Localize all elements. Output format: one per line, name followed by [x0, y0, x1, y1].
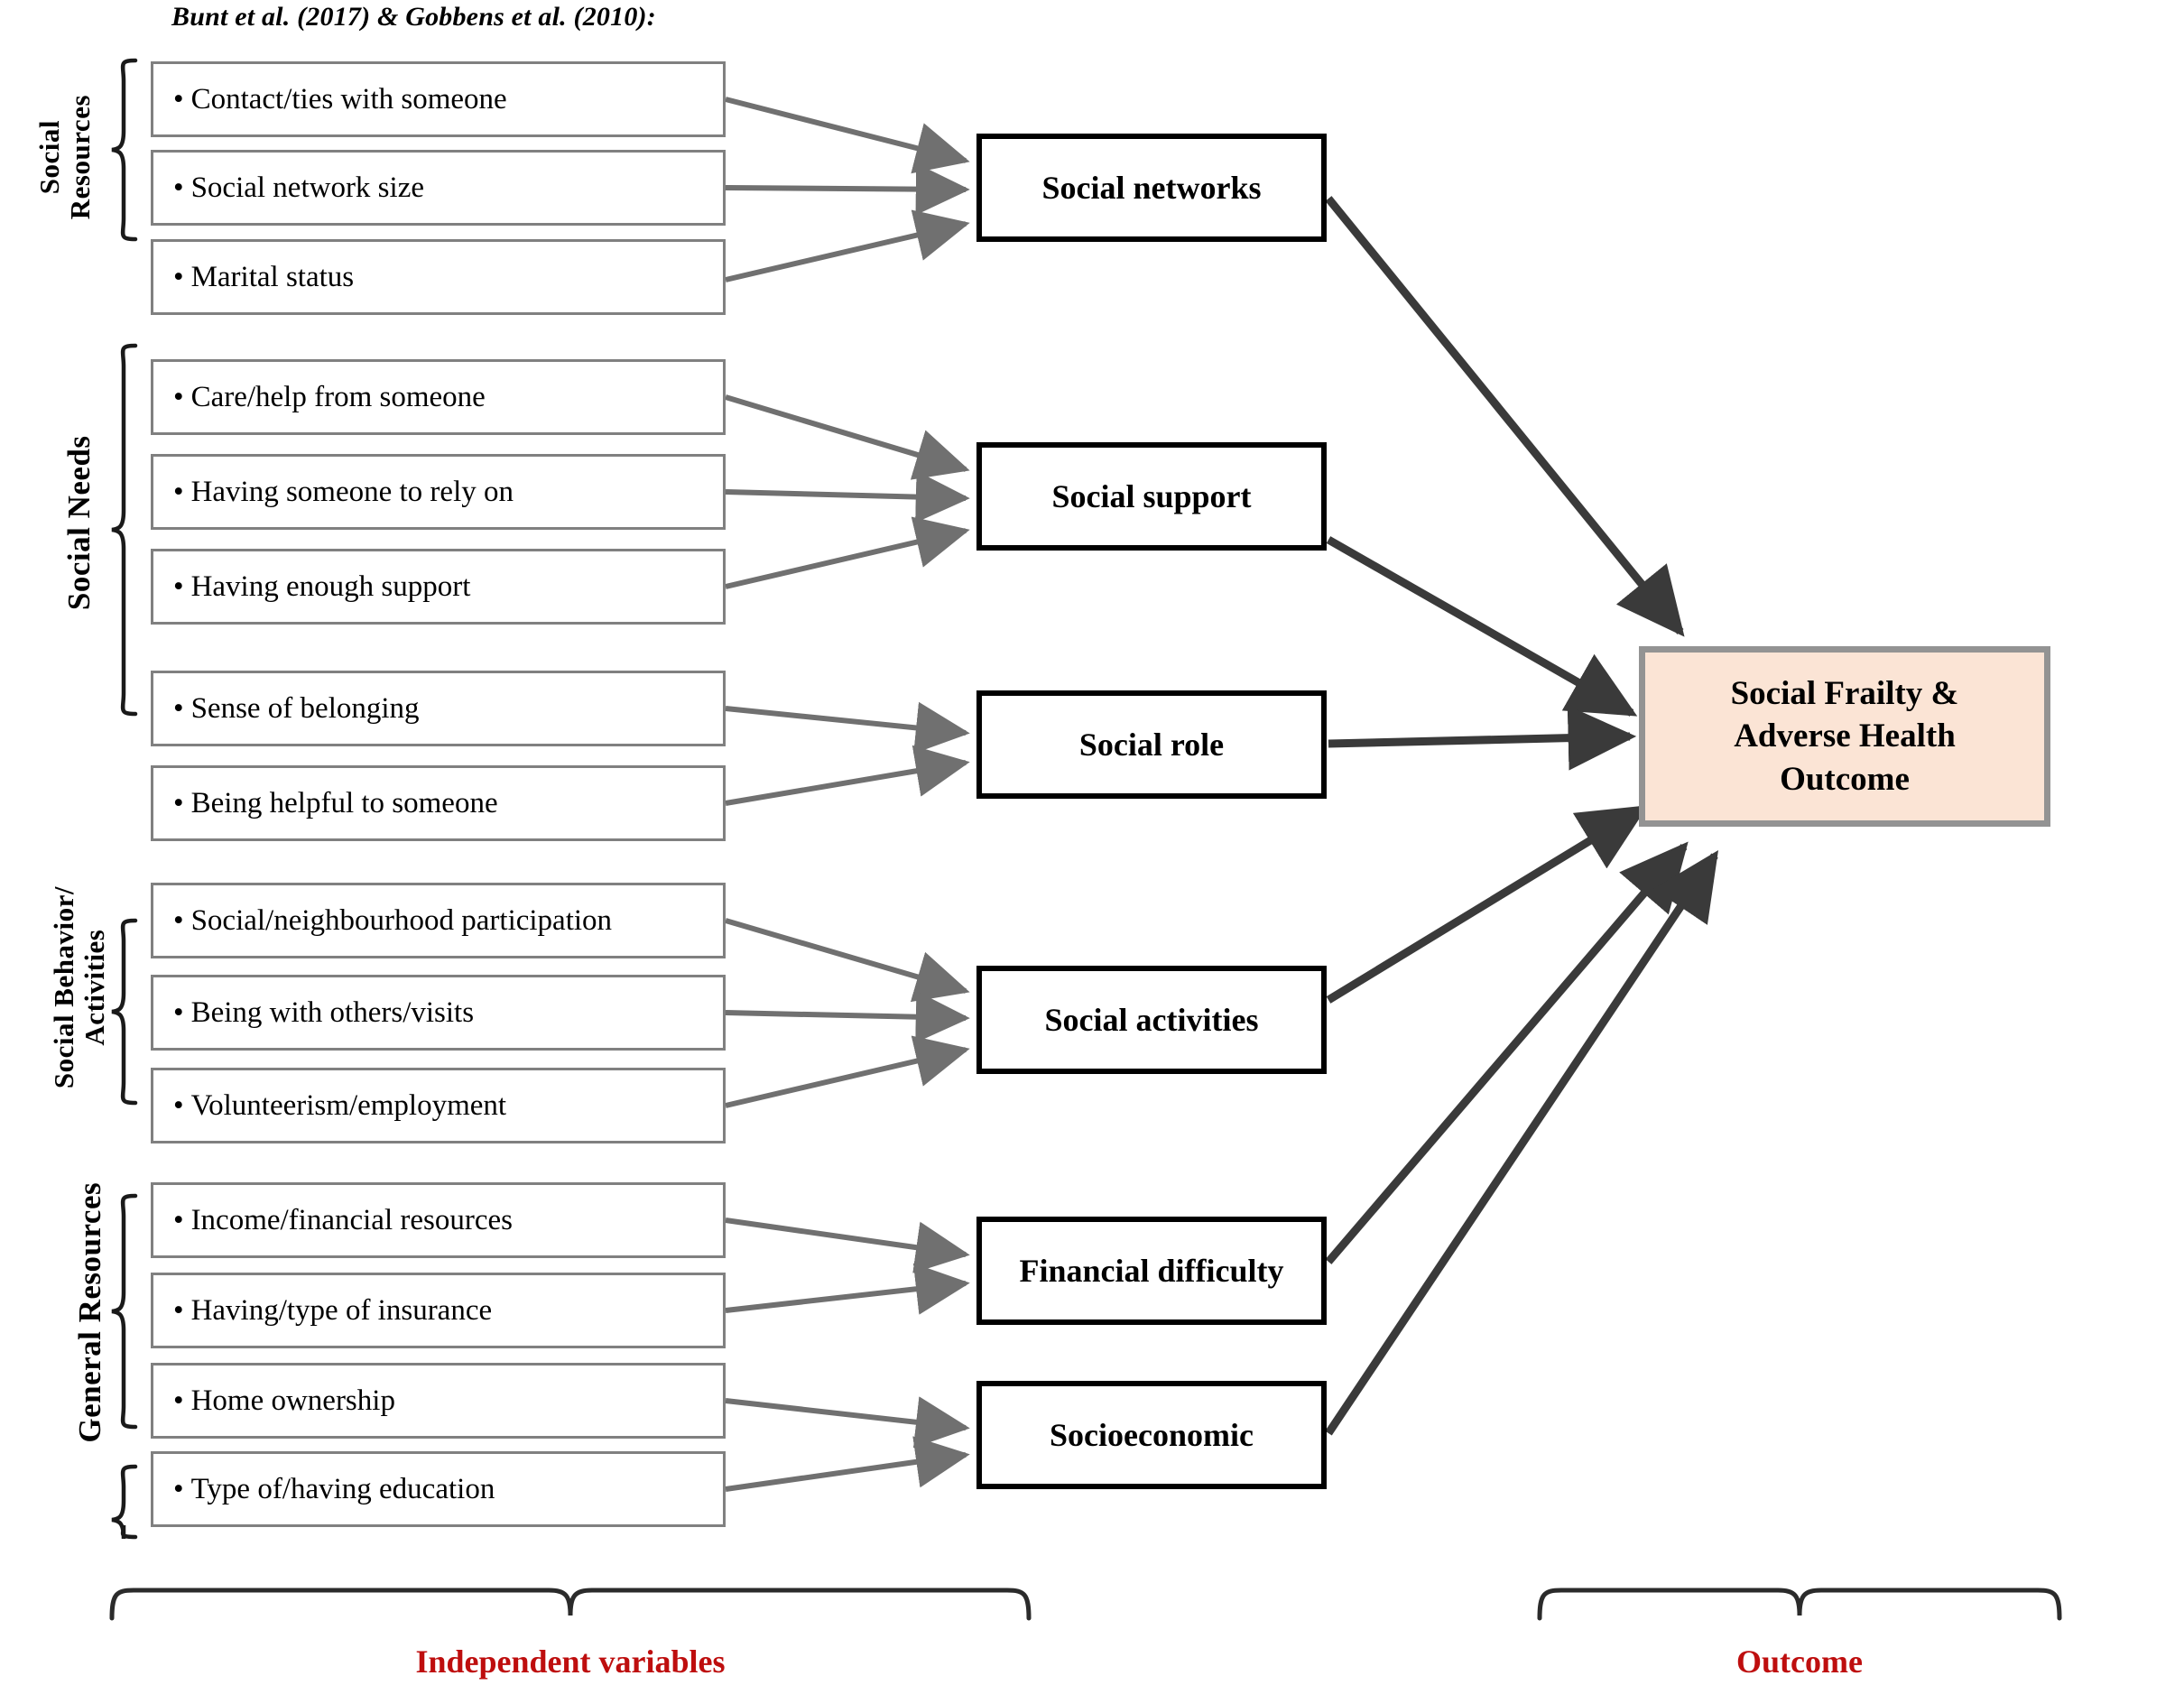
item-box-neighbourhood-participation[interactable]: •Social/neighbourhood participation	[151, 883, 726, 958]
construct-box-social-support[interactable]: Social support	[976, 442, 1327, 551]
category-braces	[111, 58, 138, 1540]
bottom-braces	[109, 1588, 2062, 1621]
construct-box-financial-difficulty[interactable]: Financial difficulty	[976, 1217, 1327, 1325]
construct-label: Social activities	[1044, 1002, 1259, 1038]
bullet-icon: •	[173, 475, 184, 508]
bullet-icon: •	[173, 1203, 184, 1236]
construct-box-social-role[interactable]: Social role	[976, 690, 1327, 799]
item-text: •Care/help from someone	[173, 380, 486, 413]
item-text: •Being helpful to someone	[173, 786, 498, 819]
bullet-icon: •	[173, 569, 184, 603]
item-box-care-help[interactable]: •Care/help from someone	[151, 359, 726, 435]
bullet-icon: •	[173, 1088, 184, 1122]
bottom-label-outcome: Outcome	[1736, 1643, 1863, 1680]
bullet-icon: •	[173, 380, 184, 413]
construct-label: Social role	[1078, 727, 1225, 763]
item-box-volunteerism[interactable]: •Volunteerism/employment	[151, 1068, 726, 1143]
category-label-social-behavior: Social Behavior/ Activities	[47, 886, 110, 1089]
source-citation: Bunt et al. (2017) & Gobbens et al. (201…	[171, 2, 656, 32]
item-box-being-with-others[interactable]: •Being with others/visits	[151, 975, 726, 1051]
item-box-someone-to-rely-on[interactable]: •Having someone to rely on	[151, 454, 726, 530]
item-box-insurance[interactable]: •Having/type of insurance	[151, 1273, 726, 1348]
construct-label: Social support	[1051, 478, 1252, 514]
item-box-contact-ties[interactable]: •Contact/ties with someone	[151, 61, 726, 137]
item-box-education[interactable]: •Type of/having education	[151, 1451, 726, 1527]
item-box-social-network-size[interactable]: •Social network size	[151, 150, 726, 226]
bullet-icon: •	[173, 82, 184, 116]
construct-label: Financial difficulty	[1019, 1253, 1284, 1289]
item-text: •Being with others/visits	[173, 995, 475, 1029]
category-label-social-needs: Social Needs	[60, 435, 97, 611]
item-text: •Having enough support	[173, 569, 471, 603]
item-to-construct-arrows	[725, 97, 970, 1492]
item-text: •Volunteerism/employment	[173, 1088, 507, 1122]
item-text: •Income/financial resources	[173, 1203, 513, 1236]
construct-box-socioeconomic[interactable]: Socioeconomic	[976, 1381, 1327, 1489]
bullet-icon: •	[173, 260, 184, 293]
outcome-box[interactable]: Social Frailty & Adverse Health Outcome	[1639, 646, 2050, 827]
item-text: •Type of/having education	[173, 1472, 495, 1505]
bullet-icon: •	[173, 171, 184, 204]
item-text: •Marital status	[173, 260, 355, 293]
bullet-icon: •	[173, 1293, 184, 1327]
item-box-marital-status[interactable]: •Marital status	[151, 239, 726, 315]
bullet-icon: •	[173, 903, 184, 937]
item-box-being-helpful[interactable]: •Being helpful to someone	[151, 765, 726, 841]
item-box-enough-support[interactable]: •Having enough support	[151, 549, 726, 625]
construct-box-social-activities[interactable]: Social activities	[976, 966, 1327, 1074]
item-text: •Contact/ties with someone	[173, 82, 507, 116]
item-box-home-ownership[interactable]: •Home ownership	[151, 1363, 726, 1439]
item-text: •Having someone to rely on	[173, 475, 514, 508]
bullet-icon: •	[173, 786, 184, 819]
item-box-income-financial[interactable]: •Income/financial resources	[151, 1182, 726, 1258]
bullet-icon: •	[173, 1472, 184, 1505]
bottom-label-independent-variables: Independent variables	[415, 1643, 726, 1680]
item-text: •Sense of belonging	[173, 691, 420, 725]
item-box-sense-of-belonging[interactable]: •Sense of belonging	[151, 671, 726, 746]
bullet-icon: •	[173, 995, 184, 1029]
construct-box-social-networks[interactable]: Social networks	[976, 134, 1327, 242]
item-text: •Home ownership	[173, 1384, 395, 1417]
item-text: •Social/neighbourhood participation	[173, 903, 613, 937]
bullet-icon: •	[173, 1384, 184, 1417]
construct-label: Socioeconomic	[1050, 1417, 1254, 1453]
item-text: •Social network size	[173, 171, 424, 204]
item-text: •Having/type of insurance	[173, 1293, 493, 1327]
category-label-social-resources: Social Resources	[32, 94, 96, 220]
bullet-icon: •	[173, 691, 184, 725]
outcome-label: Social Frailty & Adverse Health Outcome	[1730, 674, 1959, 798]
construct-label: Social networks	[1041, 170, 1262, 206]
category-label-general-resources: General Resources	[71, 1181, 107, 1443]
